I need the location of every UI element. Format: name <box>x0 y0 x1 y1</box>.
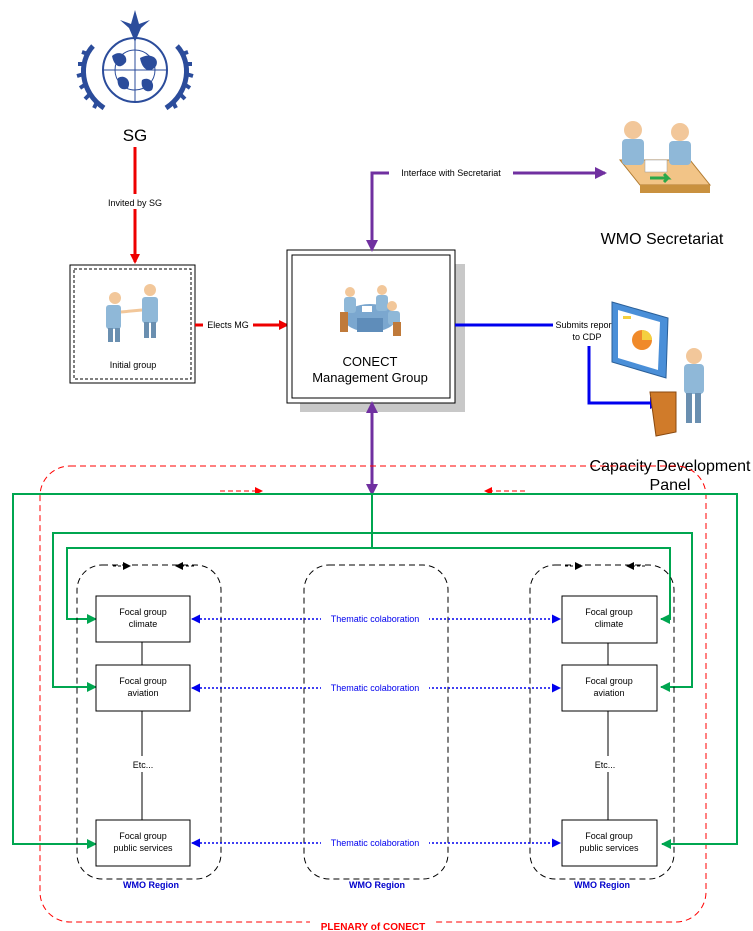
focal-left-climate-box <box>95 595 191 643</box>
focal-left-public-line2: public services <box>113 843 173 853</box>
secretariat-label: WMO Secretariat <box>601 231 724 248</box>
invited-by-sg-label: Invited by SG <box>108 198 162 208</box>
meeting-table-icon <box>340 285 401 336</box>
plenary-label: PLENARY of CONECT <box>321 922 425 931</box>
green-arrow-left-aviation <box>52 532 96 687</box>
focal-right-aviation-line2: aviation <box>593 688 624 698</box>
presentation-podium-icon <box>611 301 704 437</box>
thematic-label-climate: Thematic colaboration <box>331 614 420 624</box>
wmo-emblem-icon <box>76 10 194 111</box>
focal-right-public-line2: public services <box>579 843 639 853</box>
region-label-left: WMO Region <box>123 880 179 890</box>
focal-left-climate-line1: Focal group <box>119 607 167 617</box>
cdp-label-2: Panel <box>650 477 691 494</box>
focal-left-etc: Etc... <box>133 760 154 770</box>
interface-secretariat-label: Interface with Secretariat <box>401 168 501 178</box>
sg-label: SG <box>123 126 148 145</box>
region-box-left <box>76 564 222 880</box>
green-arrow-right-public <box>372 493 738 849</box>
thematic-label-public: Thematic colaboration <box>331 838 420 848</box>
focal-left-public-line1: Focal group <box>119 831 167 841</box>
region-box-middle <box>303 564 449 880</box>
focal-right-public-line1: Focal group <box>585 831 633 841</box>
plenary-boundary <box>39 465 707 923</box>
green-arrow-right-aviation <box>660 532 693 692</box>
management-group-title: CONECT <box>343 354 398 369</box>
green-arrow-left-public <box>12 493 372 849</box>
region-label-right: WMO Region <box>574 880 630 890</box>
elects-mg-label: Elects MG <box>207 320 249 330</box>
green-arrow-right-climate <box>372 547 671 624</box>
region-box-right <box>529 564 675 880</box>
focal-right-public-box <box>561 819 658 867</box>
focal-left-aviation-box <box>95 664 191 712</box>
focal-left-climate-line2: climate <box>129 619 158 629</box>
interface-secretariat-arrow <box>366 167 607 252</box>
thematic-label-aviation: Thematic colaboration <box>331 683 420 693</box>
focal-right-climate-line2: climate <box>595 619 624 629</box>
submits-reports-arrow <box>455 323 662 409</box>
focal-left-aviation-line2: aviation <box>127 688 158 698</box>
secretariat-desk-icon <box>618 121 712 193</box>
focal-left-public-box <box>95 819 191 867</box>
submits-reports-label-2: to CDP <box>572 332 601 342</box>
submits-reports-label-1: Submits reports <box>555 320 619 330</box>
region-label-middle: WMO Region <box>349 880 405 890</box>
management-group-subtitle: Management Group <box>312 370 428 385</box>
focal-right-aviation-box <box>561 664 658 712</box>
initial-group-label: Initial group <box>110 360 157 370</box>
focal-left-aviation-line1: Focal group <box>119 676 167 686</box>
focal-right-etc: Etc... <box>595 760 616 770</box>
handshake-people-icon <box>106 284 158 342</box>
focal-right-aviation-line1: Focal group <box>585 676 633 686</box>
focal-right-climate-line1: Focal group <box>585 607 633 617</box>
focal-right-climate-box <box>561 595 658 644</box>
